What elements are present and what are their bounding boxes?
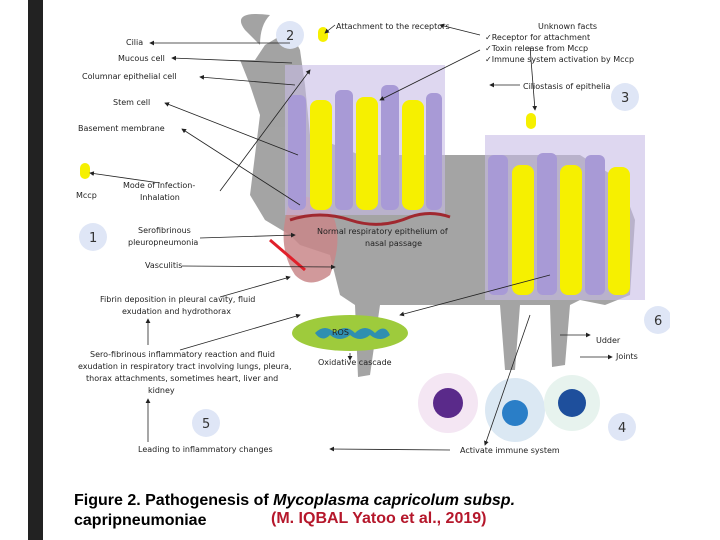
label-mode-2: Inhalation [140, 193, 180, 202]
label-mccp: Mccp [76, 191, 97, 200]
step-circle-3 [611, 83, 639, 111]
step-number-1: 1 [89, 231, 97, 246]
pathogenesis-diagram: 1 2 3 4 5 6 Cilia Mucous cell Columnar e… [76, 14, 672, 455]
label-udder: Udder [596, 336, 621, 345]
label-unknown-title: Unknown facts [538, 22, 597, 31]
pathogenesis-figure: 1 2 3 4 5 6 Cilia Mucous cell Columnar e… [60, 5, 672, 481]
label-sero-1: Serofibrinous [138, 226, 191, 235]
ros-core [315, 328, 390, 339]
immune-cell-3-nucleus [558, 389, 586, 417]
label-sero-infl-1: Sero-fibrinous inflammatory reaction and… [90, 350, 275, 359]
label-ros: ROS [332, 328, 349, 337]
figure-caption: Figure 2. Pathogenesis of Mycoplasma cap… [74, 491, 674, 531]
label-fibrin-2: exudation and hydrothorax [122, 307, 231, 316]
label-joints: Joints [615, 352, 638, 361]
label-ciliostasis: Ciliostasis of epithelia [523, 82, 611, 91]
caption-line2: capripneumoniae [74, 512, 207, 529]
label-oxidative: Oxidative cascade [318, 358, 392, 367]
label-unknown-1: ✓Receptor for attachment [485, 33, 590, 42]
label-cilia: Cilia [126, 38, 143, 47]
connector-arrows [89, 23, 613, 452]
label-vasculitis: Vasculitis [145, 261, 182, 270]
label-unknown-3: ✓Immune system activation by Mccp [485, 55, 634, 64]
caption-citation: (M. IQBAL Yatoo et al., 2019) [271, 510, 487, 527]
step-number-4: 4 [618, 421, 626, 436]
label-sero-2: pleuropneumonia [128, 238, 198, 247]
step-number-5: 5 [202, 417, 210, 432]
step-number-6: 6 [654, 314, 662, 329]
label-activate: Activate immune system [460, 446, 560, 455]
step-circle-4 [608, 413, 636, 441]
caption-species: Mycoplasma capricolum subsp. [273, 492, 516, 509]
label-sero-infl-2: exudation in respiratory tract involving… [78, 362, 291, 371]
immune-cell-1-nucleus [433, 388, 463, 418]
cell-cluster-3 [485, 113, 645, 300]
immune-cell-2-nucleus [502, 400, 528, 426]
label-unknown-2: ✓Toxin release from Mccp [485, 44, 588, 53]
label-fibrin-1: Fibrin deposition in pleural cavity, flu… [100, 295, 255, 304]
step-circle-5 [192, 409, 220, 437]
trachea-line [269, 238, 306, 272]
step-number-2: 2 [286, 29, 294, 44]
step-number-3: 3 [621, 91, 629, 106]
label-basement: Basement membrane [78, 124, 165, 133]
bottom-accent-bar [28, 480, 43, 540]
caption-prefix: Figure 2. Pathogenesis of [74, 492, 274, 509]
label-sero-infl-4: kidney [148, 386, 175, 395]
label-stem-cell: Stem cell [113, 98, 150, 107]
step-circle-1 [79, 223, 107, 251]
label-normal-2: nasal passage [365, 239, 422, 248]
label-leading: Leading to inflammatory changes [138, 445, 273, 454]
label-columnar: Columnar epithelial cell [82, 72, 177, 81]
step-circle-2 [276, 21, 304, 49]
label-mucous-cell: Mucous cell [118, 54, 165, 63]
cell-cluster-2 [285, 27, 451, 226]
left-accent-bar [28, 0, 43, 540]
label-attachment: Attachment to the receptors [336, 22, 450, 31]
label-mode-1: Mode of infection- [123, 181, 195, 190]
label-sero-infl-3: thorax attachments, sometimes heart, liv… [86, 374, 278, 383]
label-normal-1: Normal respiratory epithelium of [317, 227, 448, 236]
mccp-icon [80, 163, 90, 179]
step-circle-6 [644, 306, 672, 334]
